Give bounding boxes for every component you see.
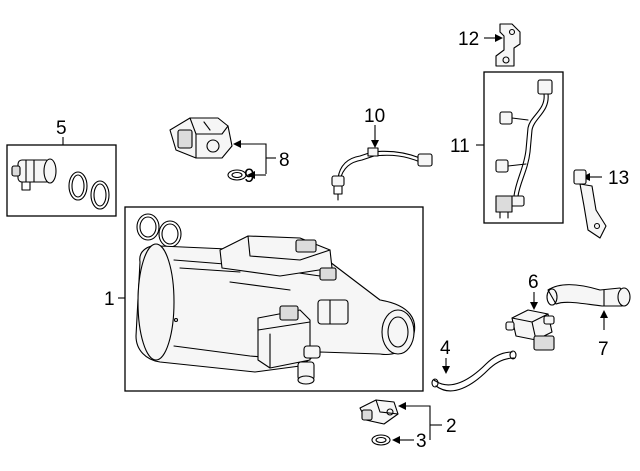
part-2-leader: [406, 405, 431, 440]
callout-9: 9: [244, 166, 255, 187]
pressure-sensor-drawing: [169, 117, 233, 159]
callout-5: 5: [56, 118, 67, 139]
canister-drawing: [135, 213, 416, 385]
part-1-group: [118, 206, 424, 392]
hose-4-drawing: [431, 350, 517, 392]
part-12-arrow: [495, 34, 503, 42]
part-10-group: [331, 125, 433, 201]
hose-7-drawing: [546, 284, 631, 307]
part-11-box: [483, 71, 564, 224]
callout-3: 3: [416, 431, 427, 452]
wire-harness-11-drawing: [495, 79, 553, 219]
part-7-group: [546, 284, 631, 330]
part-3-arrow: [392, 436, 400, 444]
callout-6: 6: [528, 272, 539, 293]
part-12-group: [484, 23, 521, 67]
part-4-group: [431, 350, 517, 392]
callout-11: 11: [450, 136, 470, 157]
part-8-leader: [241, 143, 267, 174]
part-8-arrow: [233, 140, 241, 148]
wire-harness-10-drawing: [331, 147, 433, 201]
callout-10: 10: [364, 106, 385, 127]
part-2-3-group: [359, 399, 442, 446]
o-ring-3-drawing: [371, 434, 391, 446]
part-8-9-group: [169, 117, 276, 181]
callout-12: 12: [458, 29, 479, 50]
bracket-12-drawing: [495, 23, 521, 67]
part-11-group: [476, 71, 564, 224]
callout-8: 8: [279, 150, 290, 171]
part-9-arrow: [247, 171, 255, 179]
callout-2: 2: [446, 416, 457, 437]
part-5-group: [6, 137, 117, 217]
pump-module-drawing: [11, 158, 110, 210]
callout-4: 4: [440, 338, 451, 359]
part-5-box: [6, 144, 117, 217]
callout-1: 1: [104, 289, 115, 310]
valve-6-drawing: [505, 309, 555, 351]
part-7-arrow: [600, 310, 608, 318]
sensor-2-drawing: [359, 399, 399, 425]
callout-13: 13: [608, 168, 629, 189]
bracket-13-drawing: [573, 169, 607, 239]
o-ring-9-drawing: [227, 169, 247, 181]
callout-7: 7: [598, 339, 609, 360]
part-13-group: [573, 169, 607, 239]
part-2-arrow: [398, 402, 406, 410]
part-1-box: [124, 206, 424, 392]
part-6-group: [505, 292, 555, 351]
